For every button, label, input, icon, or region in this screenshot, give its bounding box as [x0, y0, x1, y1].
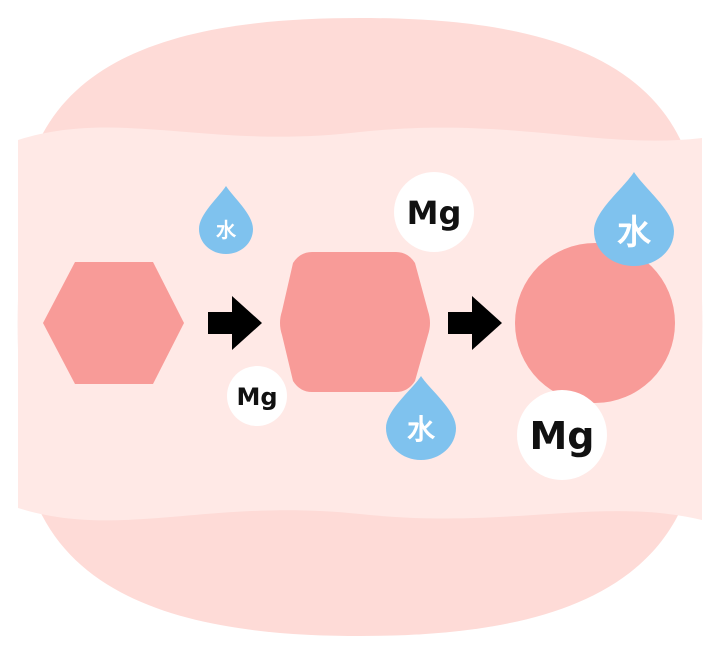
water-drop-icon: 水 [386, 376, 456, 460]
mg-bubble: Mg [394, 172, 474, 252]
water-label: 水 [407, 413, 436, 446]
mg-bubble: Mg [517, 390, 607, 480]
water-label: 水 [617, 213, 652, 253]
mg-label: Mg [529, 414, 594, 458]
rounded-hexagon-shape [280, 252, 430, 392]
water-label: 水 [216, 218, 237, 242]
circle-shape [515, 243, 675, 403]
arrow-right-icon [208, 296, 262, 350]
water-drop-icon: 水 [594, 172, 674, 266]
mg-label: Mg [236, 383, 277, 411]
arrow-right-icon [448, 296, 502, 350]
water-drop-icon: 水 [199, 186, 253, 254]
mg-label: Mg [407, 194, 462, 232]
hexagon-shape [43, 262, 184, 384]
mg-bubble: Mg [227, 366, 287, 426]
